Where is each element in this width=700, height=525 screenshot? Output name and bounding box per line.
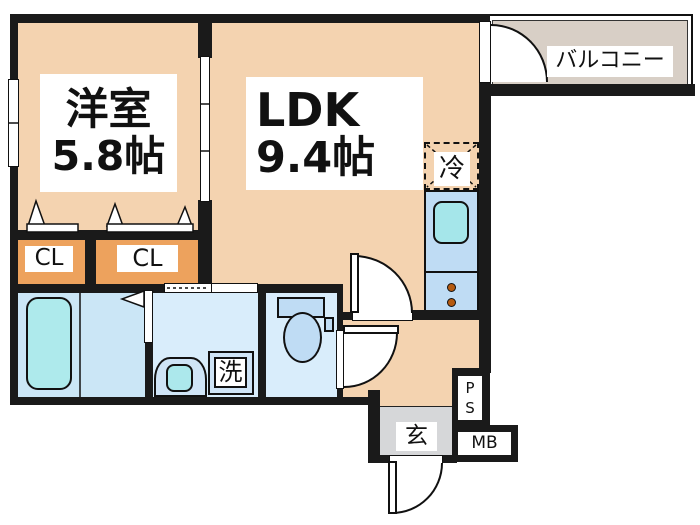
washing-machine-label: 洗 bbox=[214, 357, 247, 388]
pipe-space-label: PS bbox=[458, 376, 482, 420]
wall-closet-divider bbox=[85, 230, 96, 284]
wall-partition-top bbox=[198, 14, 212, 58]
wall-ldk-hall-left bbox=[337, 312, 354, 320]
hallway-floor bbox=[378, 390, 452, 407]
ldk-area: 9.4帖 bbox=[256, 133, 376, 184]
wall-right bbox=[479, 83, 491, 373]
wall-left bbox=[10, 14, 18, 405]
closet-left-label: CL bbox=[25, 246, 73, 272]
toilet-bowl bbox=[283, 312, 322, 363]
toilet-door-leaf bbox=[343, 325, 399, 334]
wall-entrance-left bbox=[368, 390, 380, 463]
stove-burner bbox=[447, 283, 456, 292]
pipe-space-text: PS bbox=[465, 378, 475, 417]
wall-entrance-bottom-left bbox=[368, 455, 391, 463]
refrigerator-space bbox=[424, 142, 479, 190]
bathtub bbox=[26, 297, 72, 390]
washing-machine-box: 洗 bbox=[208, 351, 254, 395]
stove-burner bbox=[447, 298, 456, 307]
entrance-label: 玄 bbox=[396, 422, 437, 451]
closet-door-track bbox=[26, 223, 79, 233]
kitchen-sink bbox=[433, 201, 469, 244]
closet-door-triangle bbox=[175, 204, 194, 227]
closet-right-label: CL bbox=[117, 245, 178, 272]
wall-toilet-right-upper bbox=[337, 284, 343, 330]
wall-bath-washroom bbox=[145, 343, 153, 397]
wall-balcony-bottom bbox=[479, 84, 695, 96]
closet-left-text: CL bbox=[34, 245, 64, 272]
closet-right-text: CL bbox=[132, 244, 163, 273]
closet-door-triangle bbox=[26, 198, 47, 227]
refrigerator-text: 冷 bbox=[438, 153, 465, 184]
wall-top bbox=[10, 14, 490, 23]
wall-washroom-toilet bbox=[258, 284, 266, 397]
wall-kitchen-bottom bbox=[411, 310, 479, 320]
washing-machine-text: 洗 bbox=[218, 358, 243, 387]
western-room-area: 5.8帖 bbox=[51, 132, 166, 181]
wall-bottom-left bbox=[10, 397, 380, 405]
meter-box-text: MB bbox=[471, 433, 498, 454]
washbasin-bowl bbox=[166, 364, 193, 392]
ldk-label: LDK 9.4帖 bbox=[246, 77, 423, 190]
meter-box-label: MB bbox=[458, 432, 511, 455]
balcony-label: バルコニー bbox=[547, 46, 673, 77]
ldk-name: LDK bbox=[256, 82, 360, 137]
hall-door-leaf bbox=[350, 253, 359, 313]
washroom-door-panel bbox=[211, 283, 258, 293]
closet-door-triangle bbox=[105, 201, 125, 227]
toilet-flush-handle bbox=[324, 317, 334, 332]
wall-entrance-bottom-right bbox=[443, 455, 457, 463]
wall-closet-top bbox=[10, 230, 212, 240]
wall-partition-bottom bbox=[198, 200, 212, 284]
sliding-door-western-ldk bbox=[200, 56, 210, 202]
bath-door-arrow-icon bbox=[119, 289, 145, 309]
refrigerator-label: 冷 bbox=[434, 152, 470, 186]
western-room-name: 洋室 bbox=[65, 84, 152, 135]
entrance-door-leaf bbox=[388, 461, 397, 514]
closet-door-track bbox=[106, 223, 194, 233]
western-room-label: 洋室 5.8帖 bbox=[40, 74, 177, 192]
wall-toilet-right-lower bbox=[337, 388, 343, 397]
entrance-text: 玄 bbox=[405, 422, 428, 449]
bathroom-door bbox=[144, 290, 153, 343]
balcony-text: バルコニー bbox=[555, 48, 665, 74]
